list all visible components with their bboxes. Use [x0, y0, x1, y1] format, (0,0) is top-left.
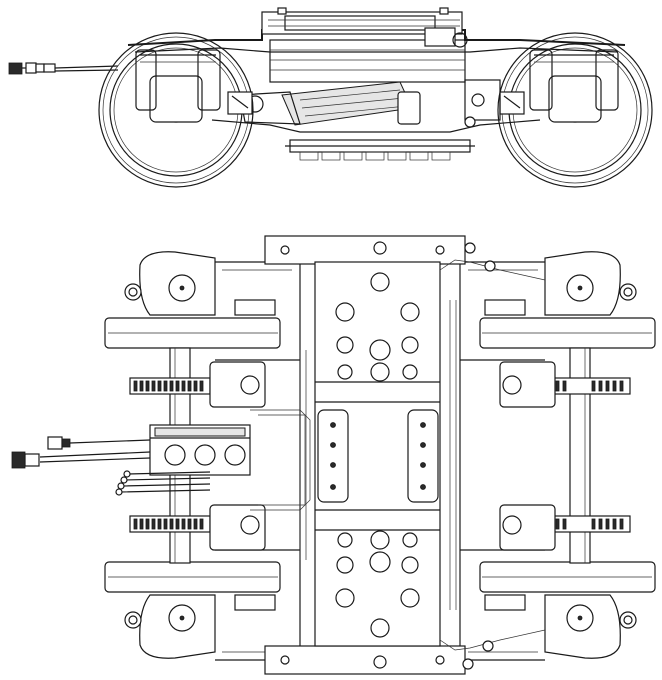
top-axle-box-upper-left [124, 251, 216, 316]
top-center-frame [264, 235, 466, 675]
top-wheel-bar-upper [104, 317, 656, 349]
top-axle-box-upper-right [544, 251, 637, 316]
side-view [8, 7, 653, 188]
top-motor-block [149, 424, 251, 476]
side-brake-beam [285, 139, 475, 161]
side-axle-box-right [529, 49, 619, 123]
top-wheel-bar-lower [104, 561, 656, 593]
top-view [11, 235, 656, 675]
side-dampers [227, 79, 525, 128]
top-axle-box-lower-left [124, 594, 216, 659]
top-cable-connectors [11, 436, 211, 496]
top-axle-box-lower-right [544, 594, 637, 659]
side-axle-box-left [135, 49, 221, 123]
side-bogie-frame [127, 7, 626, 133]
top-transoms [209, 359, 556, 551]
side-cable-connector [8, 62, 119, 75]
side-traction-motor [239, 81, 421, 126]
top-pipework [250, 242, 546, 670]
